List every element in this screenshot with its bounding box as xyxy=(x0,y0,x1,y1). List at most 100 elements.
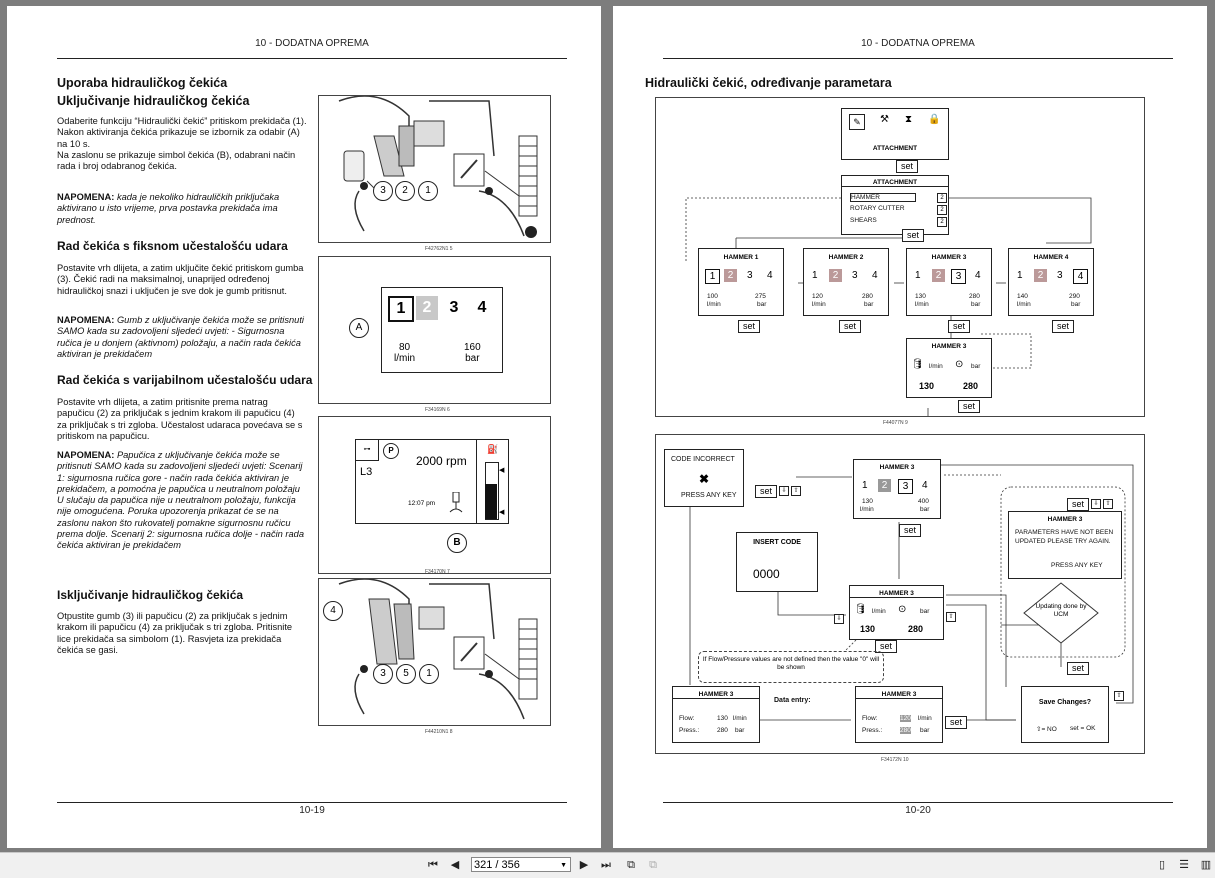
subsection-title: Isključivanje hidrauličkog čekića xyxy=(57,588,244,602)
copy-page-icon[interactable]: ⧉ xyxy=(649,859,657,871)
down-arrow-icon: ⇩ xyxy=(779,486,789,496)
hammer-2-screen: HAMMER 2 1 2 3 4 120 l/min 280 bar xyxy=(803,248,889,316)
callout-5: 5 xyxy=(396,664,416,684)
note-box: If Flow/Pressure values are not defined … xyxy=(698,651,884,683)
figure-caption: F34169N 6 xyxy=(425,407,450,413)
oil-can-icon: 🛢 xyxy=(854,604,867,615)
level-gauge: ⛽ ◀ ◀ xyxy=(476,440,509,523)
subsection-title: Uključivanje hidrauličkog čekića xyxy=(57,94,250,108)
callout-4: 4 xyxy=(323,601,343,621)
gauge-icon: ⊙ xyxy=(898,604,907,615)
previous-page-icon[interactable]: ◀ xyxy=(450,859,460,871)
attachment-screen: ✎ ⚒ ⧗ 🔒 ATTACHMENT xyxy=(841,108,949,160)
hammer-3-detail: HAMMER 3 🛢 l/min ⊙ bar 130 280 xyxy=(906,338,992,398)
gauge-icon: ⊙ xyxy=(955,359,964,370)
hydraulic-icon: ⊶ xyxy=(356,440,379,461)
down-arrow-icon: ⇩ xyxy=(834,614,844,624)
oil-can-icon: 🛢 xyxy=(911,359,924,370)
insert-code-screen: INSERT CODE 0000 xyxy=(736,532,818,592)
figure-caption: F34172N 10 xyxy=(881,757,909,763)
paragraph: Odaberite funkciju “Hidraulički čekić” p… xyxy=(57,116,307,172)
up-arrow-icon: ⇧ xyxy=(946,612,956,622)
hammer-4-screen: HAMMER 4 1 2 3 4 140 l/min 290 bar xyxy=(1008,248,1094,316)
set-button: set xyxy=(1067,498,1089,511)
set-button: set xyxy=(1067,662,1089,675)
page-header: 10 - DODATNA OPREMA xyxy=(255,38,369,49)
lock-icon: 🔒 xyxy=(928,114,941,125)
next-page-icon[interactable]: ▶ xyxy=(579,859,589,871)
hammer-attachment-icon: ⚒ xyxy=(880,114,889,125)
figure-caption: F42762N1 5 xyxy=(425,246,453,252)
hammer-3-screen: HAMMER 3 1 2 3 4 130 l/min 400 bar xyxy=(853,459,941,519)
set-button: set xyxy=(902,229,924,242)
paragraph: Postavite vrh dlijeta, a zatim uključite… xyxy=(57,263,304,296)
note: NAPOMENA: kada je nekoliko hidrauličkih … xyxy=(57,192,280,225)
params-not-updated-screen: HAMMER 3 PARAMETERS HAVE NOT BEEN UPDATE… xyxy=(1008,511,1122,579)
set-button: set xyxy=(899,524,921,537)
last-page-icon[interactable]: ⏭ xyxy=(601,859,611,871)
figure-caption: F34170N 7 xyxy=(425,569,450,575)
callout-a: A xyxy=(349,318,369,338)
updating-label: Updating done by UCM xyxy=(1035,603,1087,618)
set-button: set xyxy=(945,716,967,729)
set-button: set xyxy=(738,320,760,333)
page-header: 10 - DODATNA OPREMA xyxy=(861,38,975,49)
figure-caption: F44077N 9 xyxy=(883,420,908,426)
page-selector-value: 321 / 356 xyxy=(474,859,520,871)
flow-arrows xyxy=(685,154,1092,416)
note: NAPOMENA: Gumb z uključivanje čekića mož… xyxy=(57,315,304,359)
set-button: set xyxy=(1052,320,1074,333)
save-changes-screen: Save Changes? ⇧= NO set = OK xyxy=(1021,686,1109,743)
set-button: set xyxy=(755,485,777,498)
chevron-down-icon: ▼ xyxy=(560,862,567,869)
paragraph: Otpustite gumb (3) ili papučicu (2) za p… xyxy=(57,611,293,655)
down-arrow-icon: ⇩ xyxy=(1091,499,1101,509)
hourglass-icon: ⧗ xyxy=(905,114,913,125)
code-value: 0000 xyxy=(753,567,780,581)
figure-parameter-menu: ✎ ⚒ ⧗ 🔒 ATTACHMENT set ATTACHMENT HAMMER… xyxy=(655,97,1145,417)
cab-illustration xyxy=(338,579,538,720)
figure-cab-pedals: 4 3 5 1 xyxy=(318,578,551,726)
cross-icon: ✖ xyxy=(699,472,710,486)
header-rule xyxy=(57,58,567,59)
hammer-icon xyxy=(449,491,463,514)
note: NAPOMENA: Papučica z uključivanje čekića… xyxy=(57,450,305,551)
left-page: 10 - DODATNA OPREMA Uporaba hidrauličkog… xyxy=(7,6,601,848)
figure-caption: F44210N1 8 xyxy=(425,729,453,735)
display-screen: ⊶ P L3 2000 rpm 12:07 pm ⛽ ◀ ◀ xyxy=(355,439,509,524)
data-entry-screen-1: HAMMER 3 Flow: 130 l/min Press.: 280 bar xyxy=(672,686,760,743)
page-number: 10-19 xyxy=(299,805,325,816)
callout-b: B xyxy=(447,533,467,553)
header-rule xyxy=(663,58,1173,59)
up-arrow-icon: ⇧ xyxy=(1114,691,1124,701)
section-title: Hidraulički čekić, određivanje parametar… xyxy=(645,76,892,90)
page-number: 10-20 xyxy=(905,805,931,816)
hammer-1-screen: HAMMER 1 1 2 3 4 100 l/min 275 bar xyxy=(698,248,784,316)
first-page-icon[interactable]: ⏮ xyxy=(428,859,438,871)
callout-3: 3 xyxy=(373,664,393,684)
callout-1: 1 xyxy=(419,664,439,684)
section-title: Uporaba hidrauličkog čekića xyxy=(57,76,228,90)
figure-display: ⊶ P L3 2000 rpm 12:07 pm ⛽ ◀ ◀ B xyxy=(318,416,551,574)
subsection-title: Rad čekića s varijabilnom učestalošću ud… xyxy=(57,373,313,387)
set-button: set xyxy=(958,400,980,413)
fuel-icon: ⛽ xyxy=(487,444,499,454)
single-page-view-icon[interactable]: ▯ xyxy=(1158,859,1166,871)
continuous-view-icon[interactable]: ☰ xyxy=(1179,859,1189,871)
viewer-toolbar: ⏮ ◀ 321 / 356 ▼ ▶ ⏭ ⧉ ⧉ ▯ ☰ ▥ xyxy=(0,852,1215,878)
figure-parameter-entry: CODE INCORRECT ✖ PRESS ANY KEY set ⇩ ⇧ H… xyxy=(655,434,1145,754)
paragraph: Postavite vrh dlijeta, a zatim pritisnit… xyxy=(57,397,303,441)
two-page-view-icon[interactable]: ▥ xyxy=(1200,859,1212,871)
parking-icon: P xyxy=(383,443,399,459)
hammer-3-screen: HAMMER 3 1 2 3 4 130 l/min 280 bar xyxy=(906,248,992,316)
page-selector[interactable]: 321 / 356 ▼ xyxy=(471,857,571,872)
up-arrow-icon: ⇧ xyxy=(1103,499,1113,509)
hammer-3-detail: HAMMER 3 🛢 l/min ⊙ bar 130 280 xyxy=(849,585,944,640)
figure-cab-controls: 3 2 1 xyxy=(318,95,551,243)
rotate-page-icon[interactable]: ⧉ xyxy=(627,859,635,871)
set-button: set xyxy=(839,320,861,333)
attachment-menu: ATTACHMENT HAMMER ROTARY CUTTER SHEARS 2… xyxy=(841,175,949,235)
footer-rule xyxy=(57,802,567,803)
